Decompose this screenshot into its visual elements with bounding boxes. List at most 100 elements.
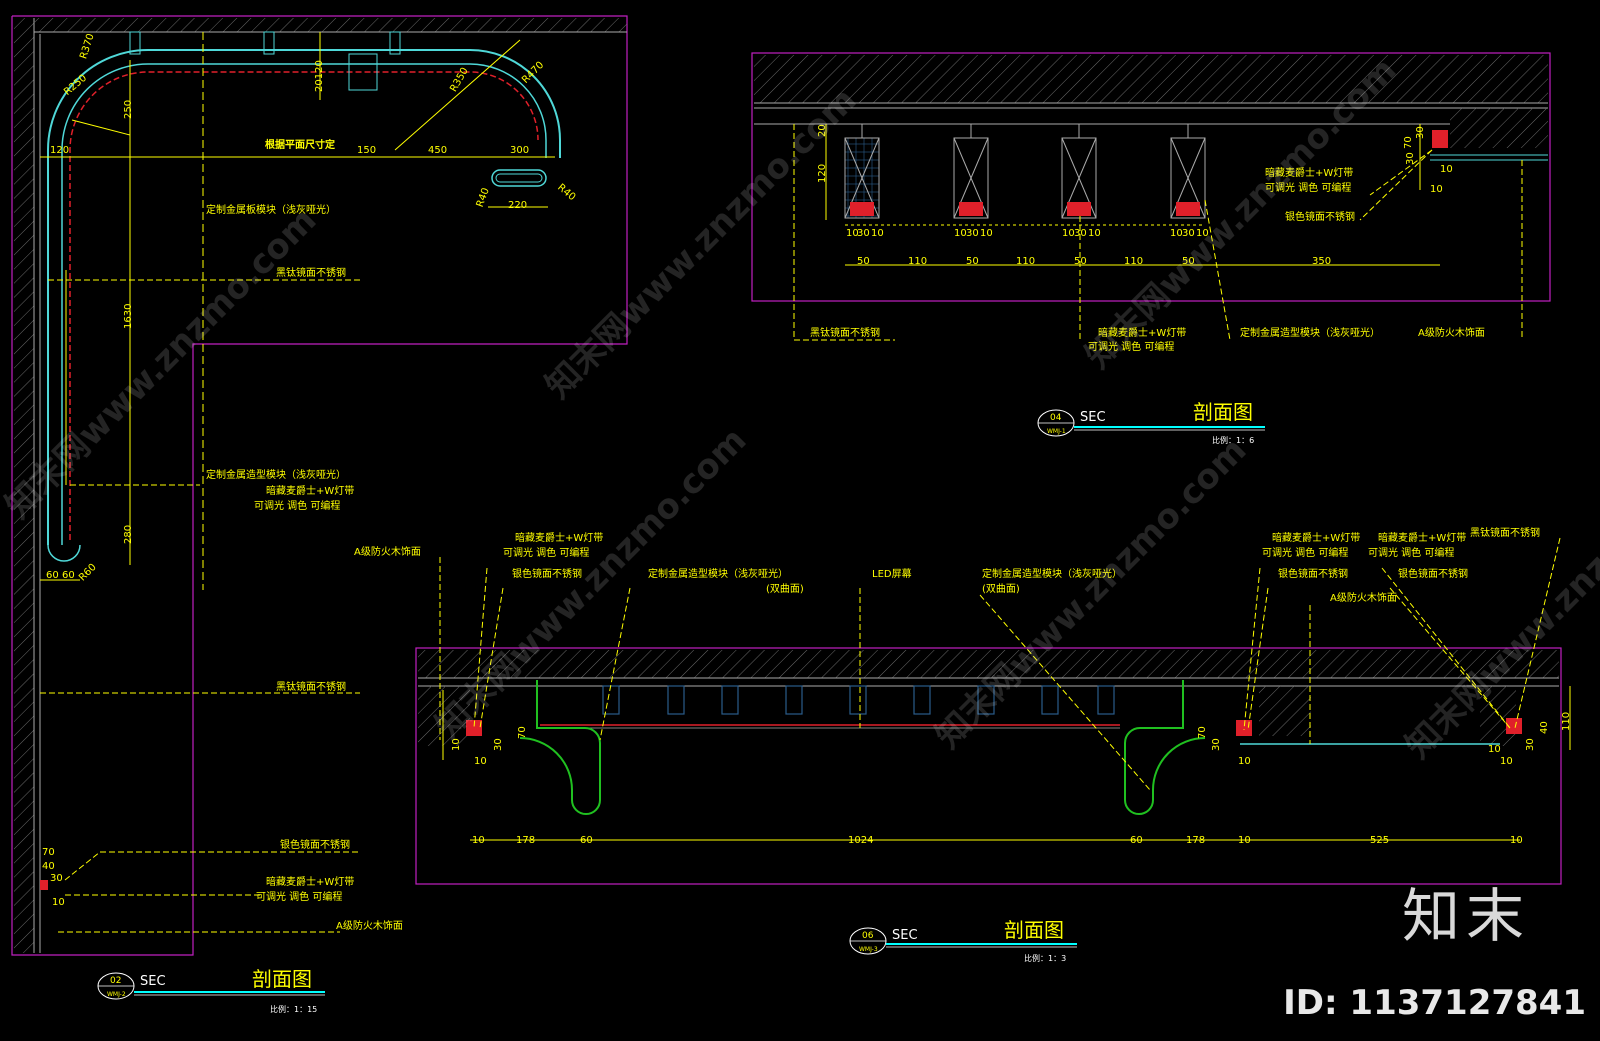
dim-label: 350 [1312, 256, 1331, 267]
material-label: 暗藏麦爵士+W灯带 [1265, 166, 1353, 179]
detail-06-frame [415, 647, 1562, 885]
led-screen-modules [602, 685, 1115, 715]
dim-label: 110 [908, 256, 927, 267]
material-label: 暗藏麦爵士+W灯带 [1378, 531, 1466, 544]
material-label: 可调光 调色 可编程 [256, 890, 342, 903]
dim-label: 10 [451, 738, 462, 751]
dim-label: 50 [966, 256, 979, 267]
bubble-number: 06 [862, 931, 874, 941]
material-label: 黑钛镜面不锈钢 [1470, 526, 1540, 539]
material-label: 暗藏麦爵士+W灯带 [266, 484, 354, 497]
dim-label: 30 [1405, 152, 1416, 165]
wall-hatch [14, 18, 34, 953]
dim-label: 20 [817, 124, 828, 137]
material-label: 可调光 调色 可编程 [1368, 546, 1454, 559]
detail-06: 暗藏麦爵士+W灯带 可调光 调色 可编程 银色镜面不锈钢 定制金属造型模块（浅灰… [354, 526, 1572, 963]
material-label: 黑钛镜面不锈钢 [276, 680, 346, 693]
material-label: A级防火木饰面 [1330, 591, 1397, 604]
dim-label: 120 [817, 164, 828, 183]
material-label: 暗藏麦爵士+W灯带 [1272, 531, 1360, 544]
dim-label: 70 [1197, 726, 1208, 739]
material-label: 可调光 调色 可编程 [1262, 546, 1348, 559]
dim-label: 1630 [123, 304, 134, 329]
dim-label: 10 [1170, 228, 1183, 239]
dim-label: 60 [1130, 835, 1143, 846]
plan-note: 根据平面尺寸定 [265, 138, 335, 151]
dim-label: 110 [1561, 712, 1572, 731]
dim-label: 150 [357, 145, 376, 156]
curved-metal-profile-right [1124, 680, 1206, 815]
material-label: 可调光 调色 可编程 [503, 546, 589, 559]
bubble-number: 04 [1050, 413, 1062, 423]
dim-label: 300 [510, 145, 529, 156]
dim-label: 110 [1124, 256, 1143, 267]
detail-02-frame [11, 15, 628, 956]
material-label: 黑钛镜面不锈钢 [276, 266, 346, 279]
dim-label: 450 [428, 145, 447, 156]
material-label: 暗藏麦爵士+W灯带 [515, 531, 603, 544]
bubble-sheet: WMJ-3 [859, 946, 878, 953]
dim-label: 30 [493, 738, 504, 751]
material-label: A级防火木饰面 [354, 545, 421, 558]
detail-06-title: 06 WMJ-3 SEC 剖面图 比例：1：3 [849, 918, 1077, 963]
material-label: (双曲面) [982, 583, 1020, 595]
sec-tag: SEC [140, 974, 166, 989]
dim-label: 178 [1186, 835, 1205, 846]
dim-label: 10 [1488, 744, 1501, 755]
dim-label: 10 [980, 228, 993, 239]
material-label: 银色镜面不锈钢 [1285, 210, 1355, 223]
brand-logo: 知末 [1401, 882, 1530, 950]
material-label: 可调光 调色 可编程 [1088, 340, 1174, 353]
material-label: 定制金属造型模块（浅灰哑光） [648, 567, 788, 580]
dim-label: 10 [474, 756, 487, 767]
dim-label: 10 [871, 228, 884, 239]
dim-label: 50 [857, 256, 870, 267]
material-label: 银色镜面不锈钢 [1398, 567, 1468, 580]
dim-label: 70 [1403, 136, 1414, 149]
scale-label: 比例：1：15 [270, 1004, 317, 1014]
material-label: 暗藏麦爵士+W灯带 [266, 875, 354, 888]
scale-label: 比例：1：6 [1212, 435, 1254, 445]
material-label: LED屏幕 [872, 567, 912, 580]
section-title: 剖面图 [252, 967, 312, 991]
material-label: 银色镜面不锈钢 [512, 567, 582, 580]
material-label: 定制金属造型模块（浅灰哑光） [206, 468, 346, 481]
document-id: ID: 1137127841 [1283, 983, 1586, 1023]
material-label: 定制金属造型模块（浅灰哑光） [982, 567, 1122, 580]
sec-tag: SEC [892, 928, 918, 943]
dim-label: 50 [1182, 256, 1195, 267]
dim-label: 30 [857, 228, 870, 239]
dim-label: 10 [1062, 228, 1075, 239]
dim-label: 30 [1074, 228, 1087, 239]
dim-label: 10 [1510, 835, 1523, 846]
sec-tag: SEC [1080, 410, 1106, 425]
dim-label: 525 [1370, 835, 1389, 846]
dim-label: 40 [42, 861, 55, 872]
bubble-sheet: WMJ-1 [1047, 428, 1066, 435]
detail-04-frame [751, 52, 1551, 302]
dim-label: 30 [1525, 738, 1536, 751]
dim-label: 10 [954, 228, 967, 239]
dim-label: 220 [508, 200, 527, 211]
detail-04-title: 04 WMJ-1 SEC 剖面图 比例：1：6 [1037, 400, 1265, 445]
dim-label: 110 [1016, 256, 1035, 267]
material-label: 定制金属板模块（浅灰哑光） [206, 203, 336, 216]
dim-label: 30 [1415, 126, 1426, 139]
material-label: 黑钛镜面不锈钢 [810, 326, 880, 339]
dim-label: 10 [1500, 756, 1513, 767]
scale-label: 比例：1：3 [1024, 953, 1066, 963]
dim-label: 30 [1211, 738, 1222, 751]
dim-label: 10 [1430, 184, 1443, 195]
dim-label: 10 [1238, 835, 1251, 846]
material-label: (双曲面) [766, 583, 804, 595]
material-label: 银色镜面不锈钢 [1278, 567, 1348, 580]
detail-04: 20 120 70 30 10 30 10 10 30 10 10 30 10 … [751, 52, 1551, 445]
dim-label: 10 [846, 228, 859, 239]
material-label: 定制金属造型模块（浅灰哑光） [1240, 326, 1380, 339]
dim-label: 60 [46, 570, 59, 581]
curved-metal-profile-left [519, 680, 601, 815]
material-label: 银色镜面不锈钢 [280, 838, 350, 851]
dim-label: 178 [516, 835, 535, 846]
dim-label: 10 [1238, 756, 1251, 767]
dim-label: 40 [1539, 721, 1550, 734]
